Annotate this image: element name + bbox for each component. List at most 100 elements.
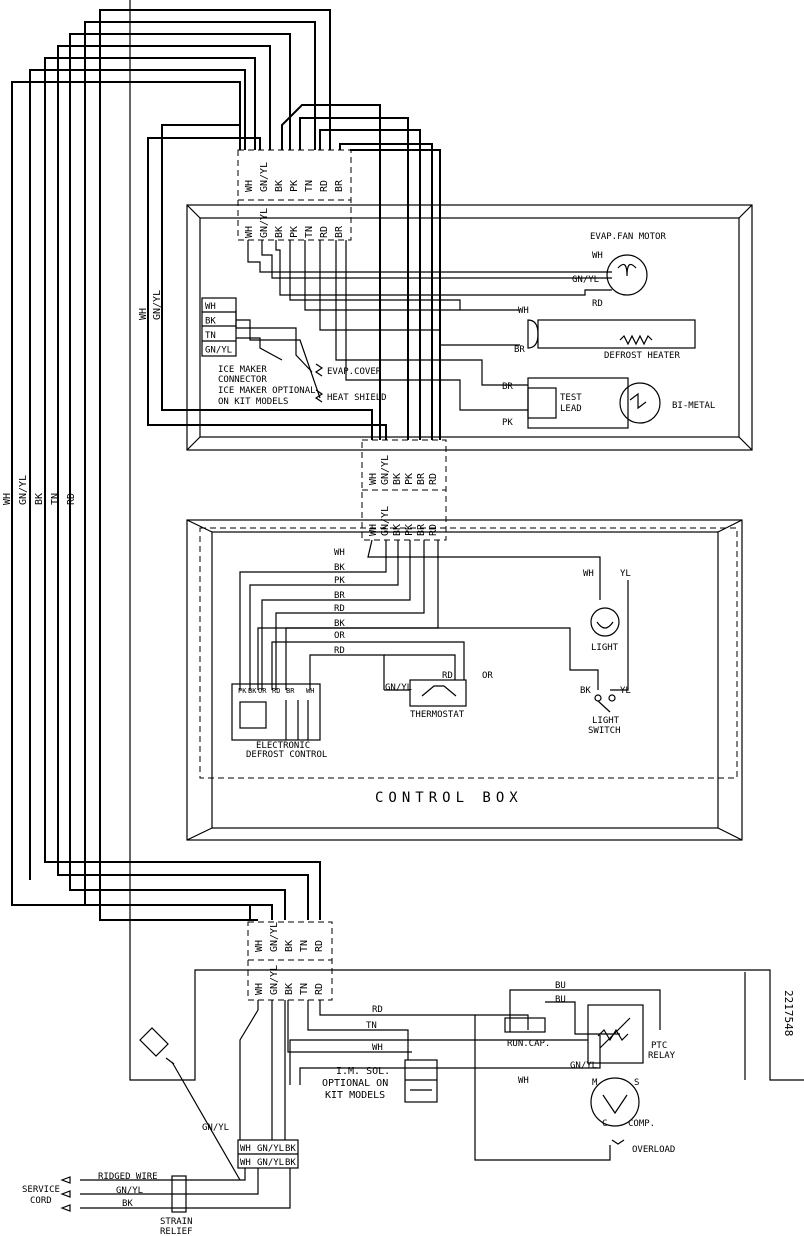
defrost-terminal-label: WH xyxy=(306,687,314,695)
svg-text:SWITCH: SWITCH xyxy=(588,726,621,736)
svg-text:WH: WH xyxy=(518,1076,529,1086)
svg-text:LIGHT: LIGHT xyxy=(592,716,620,726)
ice-maker-connector xyxy=(201,297,237,357)
wire-code-label: WH xyxy=(244,226,255,238)
control-box-wire-label: OR xyxy=(334,631,345,641)
svg-text:TEST: TEST xyxy=(560,393,582,403)
svg-text:DEFROST CONTROL: DEFROST CONTROL xyxy=(246,750,327,760)
wire-code-label: WH xyxy=(138,308,149,320)
svg-text:RD: RD xyxy=(442,671,453,681)
svg-text:STRAIN: STRAIN xyxy=(160,1217,193,1227)
ice-maker-pin-label: TN xyxy=(205,331,216,341)
ice-maker-pin-label: GN/YL xyxy=(205,346,232,356)
wire-code-label: GN/YL xyxy=(380,506,391,536)
svg-text:LEAD: LEAD xyxy=(560,404,582,414)
wire-code-label: GN/YL xyxy=(269,965,280,995)
svg-text:BU: BU xyxy=(555,981,566,991)
service-cord-pin-label: GN/YL xyxy=(257,1158,284,1168)
svg-text:GN/YL: GN/YL xyxy=(570,1061,597,1071)
wire-code-label: GN/YL xyxy=(269,922,280,952)
service-cord-pin-label: BK xyxy=(285,1158,296,1168)
ground-terminal: GN/YL xyxy=(139,1027,241,1181)
wire-code-label: GN/YL xyxy=(152,290,163,320)
wire-code-label: PK xyxy=(289,180,300,192)
wire-code-label: BR xyxy=(334,179,345,192)
control-box-wire-label: BR xyxy=(334,591,345,601)
wire-code-label: RD xyxy=(66,493,77,505)
svg-text:CORD: CORD xyxy=(30,1196,52,1206)
wire-code-label: PK xyxy=(404,473,415,485)
wire-code-label: GN/YL xyxy=(259,208,270,238)
svg-text:OVERLOAD: OVERLOAD xyxy=(632,1145,675,1155)
wire-code-label: RD xyxy=(428,473,439,485)
wire-code-label: TN xyxy=(50,493,61,505)
service-cord-pin-label: BK xyxy=(285,1144,296,1154)
light-switch: BK YL LIGHT SWITCH xyxy=(580,686,631,736)
svg-text:RIDGED WIRE: RIDGED WIRE xyxy=(98,1172,158,1182)
defrost-terminal-label: PK xyxy=(238,687,247,695)
service-cord-pin-label: WH xyxy=(240,1144,251,1154)
defrost-terminal-label: OR xyxy=(258,687,267,695)
svg-text:BK: BK xyxy=(580,686,591,696)
wire-code-label: TN xyxy=(299,983,310,995)
control-box-wire-label: BK xyxy=(334,563,345,573)
control-box-label: CONTROL BOX xyxy=(375,790,523,806)
overload: OVERLOAD xyxy=(611,1139,675,1155)
compressor: M S C COMP. GN/YL xyxy=(570,1061,655,1129)
service-cord-wiring xyxy=(60,1000,291,1213)
svg-text:EVAP.COVER: EVAP.COVER xyxy=(327,367,382,377)
wire-code-label: BK xyxy=(284,983,295,995)
control-box-wire-label: WH xyxy=(334,548,345,558)
electronic-defrost-control: ELECTRONIC DEFROST CONTROL xyxy=(231,683,327,760)
svg-text:WH: WH xyxy=(592,251,603,261)
wire-code-label: RD xyxy=(314,940,325,952)
svg-text:RD: RD xyxy=(592,299,603,309)
svg-text:THERMOSTAT: THERMOSTAT xyxy=(410,710,465,720)
wire-code-label: GN/YL xyxy=(259,162,270,192)
svg-text:BR: BR xyxy=(514,345,525,355)
svg-text:PTC: PTC xyxy=(651,1041,667,1051)
control-box-wire-label: BK xyxy=(334,619,345,629)
svg-text:WH: WH xyxy=(583,569,594,579)
wire-code-label: BK xyxy=(274,226,285,238)
wire-code-label: WH xyxy=(368,524,379,536)
doc-number: 2217548 xyxy=(782,990,795,1036)
wire-code-label: WH xyxy=(368,473,379,485)
svg-text:RD: RD xyxy=(372,1005,383,1015)
svg-text:LIGHT: LIGHT xyxy=(591,643,619,653)
svg-text:RUN.CAP.: RUN.CAP. xyxy=(507,1039,550,1049)
svg-text:GN/YL: GN/YL xyxy=(116,1186,143,1196)
svg-text:HEAT SHIELD: HEAT SHIELD xyxy=(327,393,387,403)
ice-maker-solenoid: I.M. SOL. OPTIONAL ON KIT MODELS xyxy=(322,1059,438,1103)
wire-code-label: BR xyxy=(334,225,345,238)
svg-text:CONNECTOR: CONNECTOR xyxy=(218,375,267,385)
wire-code-label: GN/YL xyxy=(18,475,29,505)
svg-text:C: C xyxy=(602,1119,607,1129)
wire-code-label: BK xyxy=(34,493,45,505)
wire-code-label: TN xyxy=(299,940,310,952)
svg-text:GN/YL: GN/YL xyxy=(572,275,599,285)
heat-shield-ground: HEAT SHIELD xyxy=(314,389,387,403)
svg-text:ICE MAKER: ICE MAKER xyxy=(218,365,267,375)
wire-code-label: BR xyxy=(416,472,427,485)
svg-text:OPTIONAL ON: OPTIONAL ON xyxy=(322,1078,388,1089)
svg-text:BK: BK xyxy=(122,1199,133,1209)
wire-code-label: PK xyxy=(289,226,300,238)
service-cord-pin-label: GN/YL xyxy=(257,1144,284,1154)
svg-text:KIT MODELS: KIT MODELS xyxy=(325,1090,385,1101)
svg-text:YL: YL xyxy=(620,686,631,696)
svg-text:YL: YL xyxy=(620,569,631,579)
ice-maker-pin-label: BK xyxy=(205,317,216,327)
run-capacitor: RUN.CAP. BU BU xyxy=(504,981,566,1049)
left-wire-bundle xyxy=(11,9,331,921)
svg-text:COMP.: COMP. xyxy=(628,1119,655,1129)
wire-code-label: GN/YL xyxy=(380,455,391,485)
svg-text:BI-METAL: BI-METAL xyxy=(672,401,715,411)
